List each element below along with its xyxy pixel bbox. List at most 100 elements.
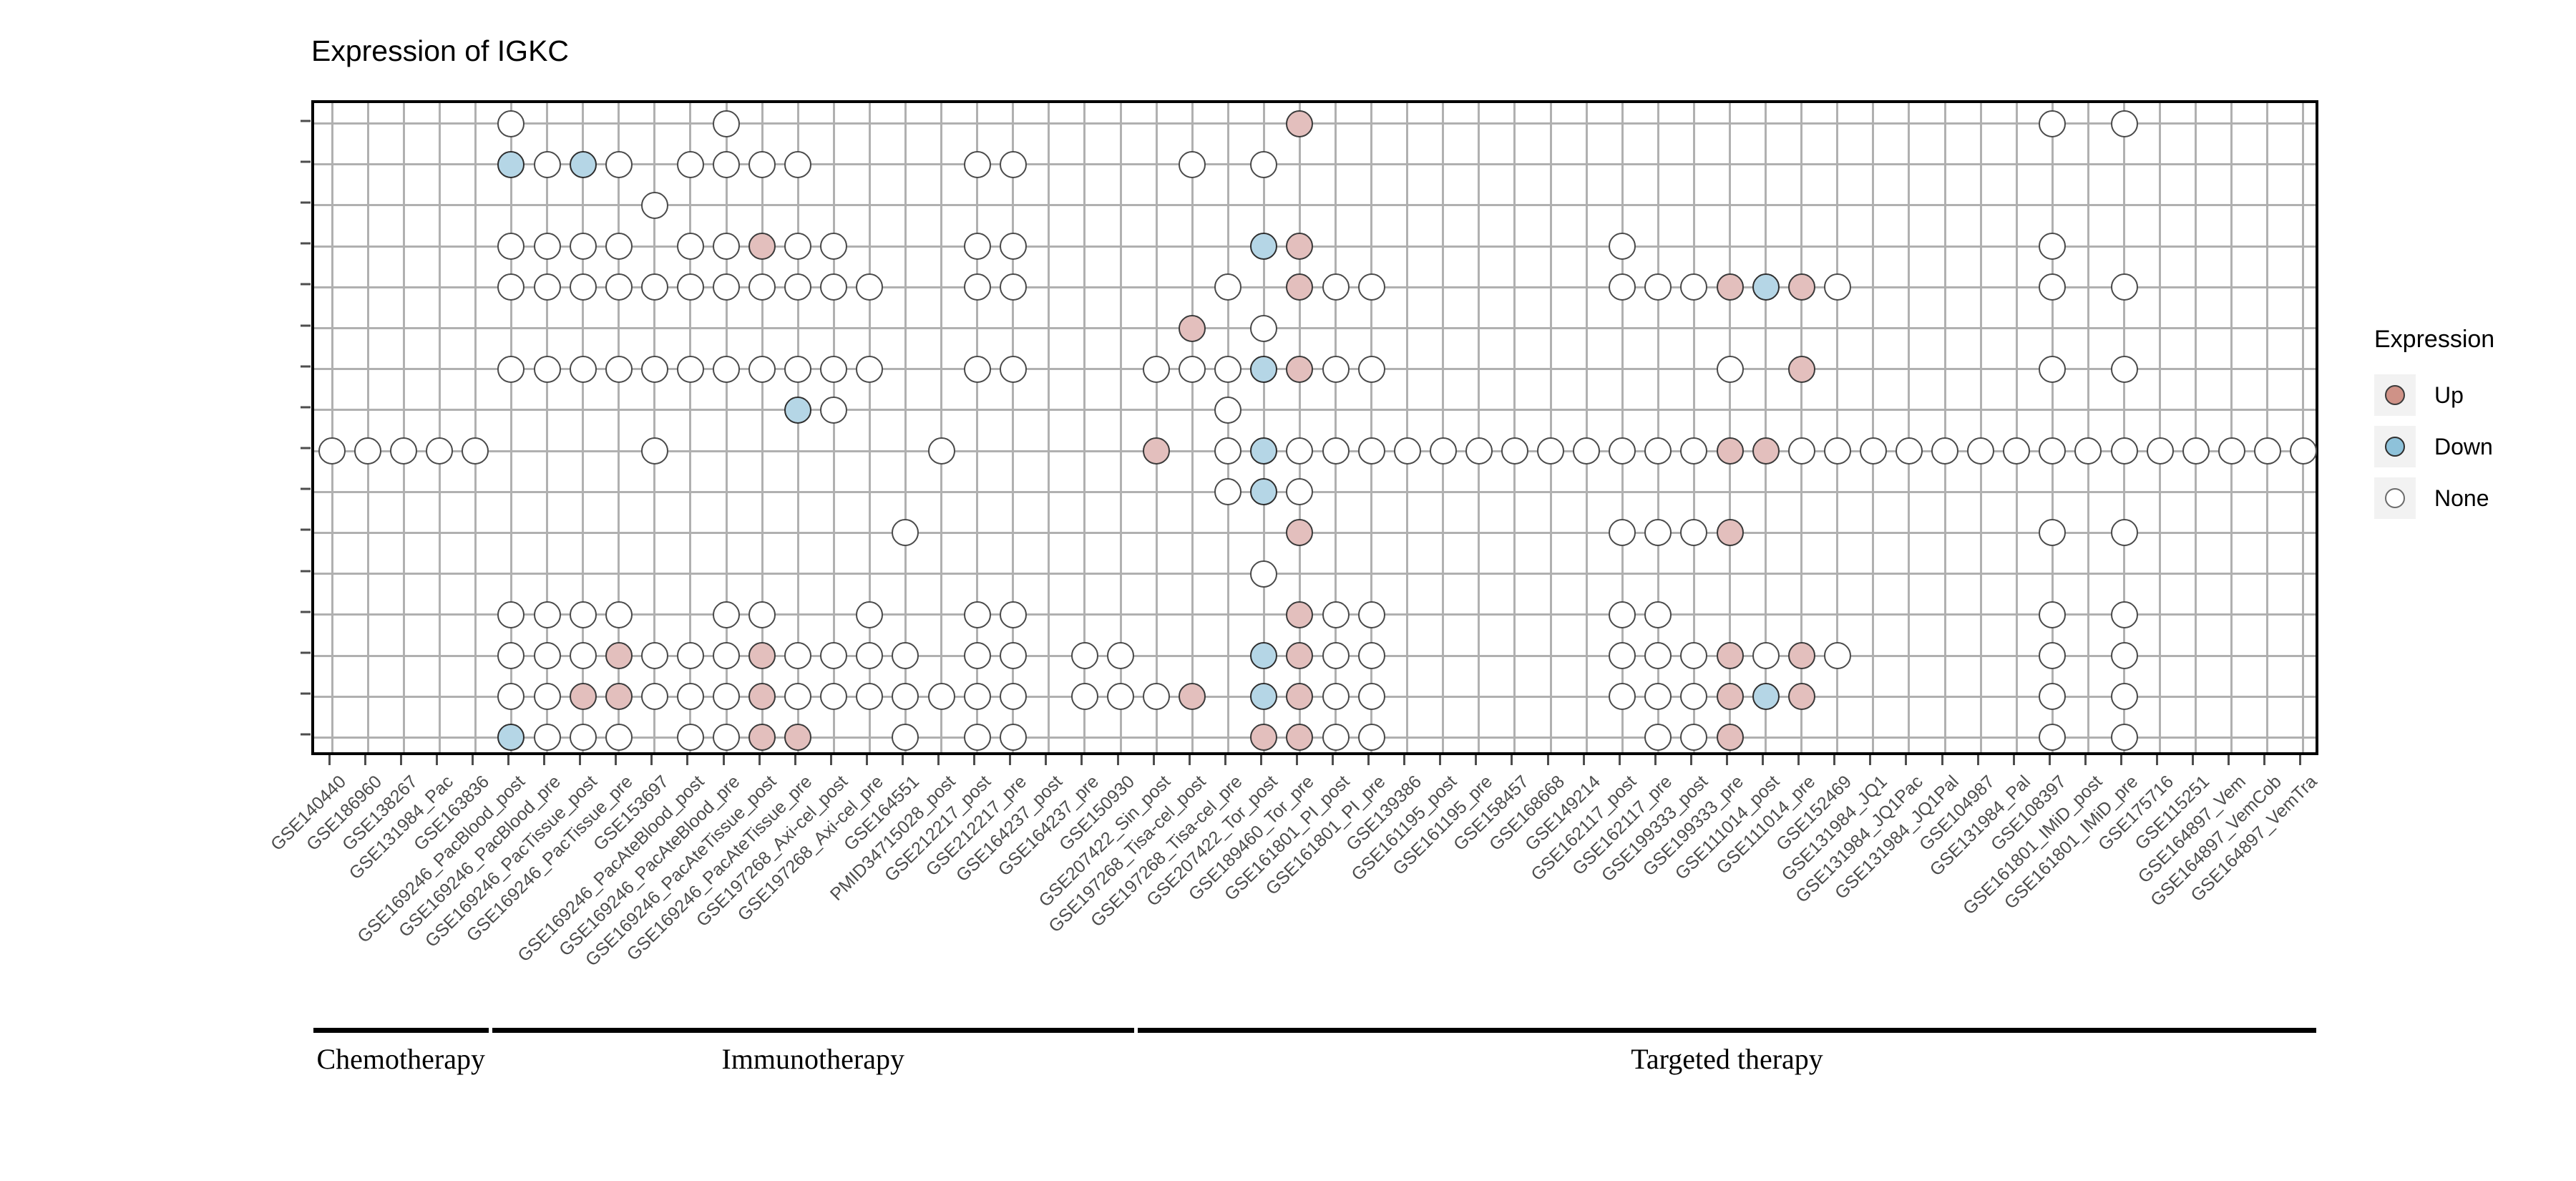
expression-dot-up[interactable] — [605, 642, 633, 670]
expression-dot-none[interactable] — [892, 642, 919, 670]
expression-dot-none[interactable] — [426, 437, 454, 465]
expression-dot-none[interactable] — [533, 355, 561, 383]
expression-dot-none[interactable] — [2039, 233, 2067, 261]
expression-dot-none[interactable] — [1179, 150, 1206, 178]
expression-dot-none[interactable] — [713, 683, 741, 711]
expression-dot-none[interactable] — [1680, 519, 1708, 547]
expression-dot-up[interactable] — [1179, 683, 1206, 711]
expression-dot-none[interactable] — [856, 683, 884, 711]
expression-dot-none[interactable] — [676, 233, 704, 261]
expression-dot-none[interactable] — [927, 437, 955, 465]
expression-dot-none[interactable] — [820, 233, 848, 261]
expression-dot-up[interactable] — [569, 683, 597, 711]
expression-dot-none[interactable] — [569, 355, 597, 383]
expression-dot-up[interactable] — [1716, 642, 1744, 670]
expression-dot-none[interactable] — [1357, 642, 1385, 670]
expression-dot-none[interactable] — [748, 273, 776, 301]
expression-dot-up[interactable] — [1286, 601, 1314, 628]
expression-dot-down[interactable] — [1250, 437, 1278, 465]
expression-dot-none[interactable] — [1250, 150, 1278, 178]
expression-dot-none[interactable] — [533, 233, 561, 261]
expression-dot-none[interactable] — [2039, 601, 2067, 628]
expression-dot-none[interactable] — [1322, 273, 1350, 301]
expression-dot-none[interactable] — [927, 683, 955, 711]
expression-dot-none[interactable] — [2039, 355, 2067, 383]
expression-dot-none[interactable] — [676, 273, 704, 301]
expression-dot-none[interactable] — [1680, 683, 1708, 711]
expression-dot-up[interactable] — [784, 724, 812, 752]
expression-dot-none[interactable] — [999, 233, 1027, 261]
expression-dot-none[interactable] — [748, 601, 776, 628]
expression-dot-none[interactable] — [1680, 273, 1708, 301]
expression-dot-none[interactable] — [784, 233, 812, 261]
expression-dot-none[interactable] — [497, 601, 525, 628]
expression-dot-none[interactable] — [533, 642, 561, 670]
expression-dot-none[interactable] — [1644, 273, 1672, 301]
expression-dot-none[interactable] — [533, 724, 561, 752]
expression-dot-none[interactable] — [676, 724, 704, 752]
expression-dot-none[interactable] — [999, 642, 1027, 670]
expression-dot-none[interactable] — [1143, 683, 1171, 711]
expression-dot-none[interactable] — [2110, 110, 2138, 137]
expression-dot-none[interactable] — [1322, 724, 1350, 752]
expression-dot-none[interactable] — [820, 642, 848, 670]
expression-dot-none[interactable] — [820, 683, 848, 711]
expression-dot-down[interactable] — [1250, 233, 1278, 261]
expression-dot-none[interactable] — [2110, 519, 2138, 547]
expression-dot-none[interactable] — [497, 642, 525, 670]
expression-dot-down[interactable] — [1250, 683, 1278, 711]
expression-dot-none[interactable] — [605, 273, 633, 301]
expression-dot-up[interactable] — [605, 683, 633, 711]
expression-dot-none[interactable] — [2074, 437, 2102, 465]
expression-dot-none[interactable] — [1214, 355, 1242, 383]
expression-dot-none[interactable] — [1644, 437, 1672, 465]
expression-dot-none[interactable] — [1644, 724, 1672, 752]
expression-dot-none[interactable] — [1537, 437, 1565, 465]
expression-dot-none[interactable] — [1644, 683, 1672, 711]
expression-dot-none[interactable] — [713, 642, 741, 670]
expression-dot-none[interactable] — [640, 642, 668, 670]
expression-dot-none[interactable] — [1609, 437, 1636, 465]
expression-dot-none[interactable] — [1609, 683, 1636, 711]
expression-dot-none[interactable] — [605, 150, 633, 178]
expression-dot-none[interactable] — [1609, 601, 1636, 628]
expression-dot-none[interactable] — [820, 355, 848, 383]
expression-dot-none[interactable] — [1501, 437, 1528, 465]
expression-dot-up[interactable] — [748, 724, 776, 752]
expression-dot-none[interactable] — [2218, 437, 2245, 465]
expression-dot-up[interactable] — [1143, 437, 1171, 465]
expression-dot-none[interactable] — [1787, 437, 1815, 465]
expression-dot-up[interactable] — [1179, 314, 1206, 342]
expression-dot-none[interactable] — [1859, 437, 1887, 465]
expression-dot-down[interactable] — [1250, 642, 1278, 670]
expression-dot-down[interactable] — [497, 150, 525, 178]
expression-dot-none[interactable] — [2039, 519, 2067, 547]
expression-dot-none[interactable] — [605, 233, 633, 261]
expression-dot-down[interactable] — [784, 396, 812, 424]
expression-dot-none[interactable] — [856, 273, 884, 301]
expression-dot-up[interactable] — [748, 683, 776, 711]
expression-dot-none[interactable] — [2039, 724, 2067, 752]
expression-dot-none[interactable] — [748, 355, 776, 383]
expression-dot-none[interactable] — [1680, 642, 1708, 670]
expression-dot-none[interactable] — [748, 150, 776, 178]
expression-dot-none[interactable] — [640, 191, 668, 219]
expression-dot-none[interactable] — [1107, 642, 1134, 670]
expression-dot-none[interactable] — [497, 683, 525, 711]
expression-dot-none[interactable] — [2253, 437, 2281, 465]
expression-dot-up[interactable] — [1286, 273, 1314, 301]
expression-dot-up[interactable] — [1286, 519, 1314, 547]
expression-dot-none[interactable] — [640, 273, 668, 301]
expression-dot-none[interactable] — [784, 273, 812, 301]
expression-dot-none[interactable] — [1322, 355, 1350, 383]
expression-dot-up[interactable] — [1787, 355, 1815, 383]
expression-dot-none[interactable] — [892, 724, 919, 752]
expression-dot-none[interactable] — [1609, 519, 1636, 547]
expression-dot-none[interactable] — [533, 273, 561, 301]
expression-dot-none[interactable] — [569, 724, 597, 752]
expression-dot-none[interactable] — [2146, 437, 2174, 465]
expression-dot-none[interactable] — [963, 683, 991, 711]
expression-dot-none[interactable] — [1214, 273, 1242, 301]
expression-dot-down[interactable] — [1752, 683, 1780, 711]
expression-dot-up[interactable] — [1286, 110, 1314, 137]
